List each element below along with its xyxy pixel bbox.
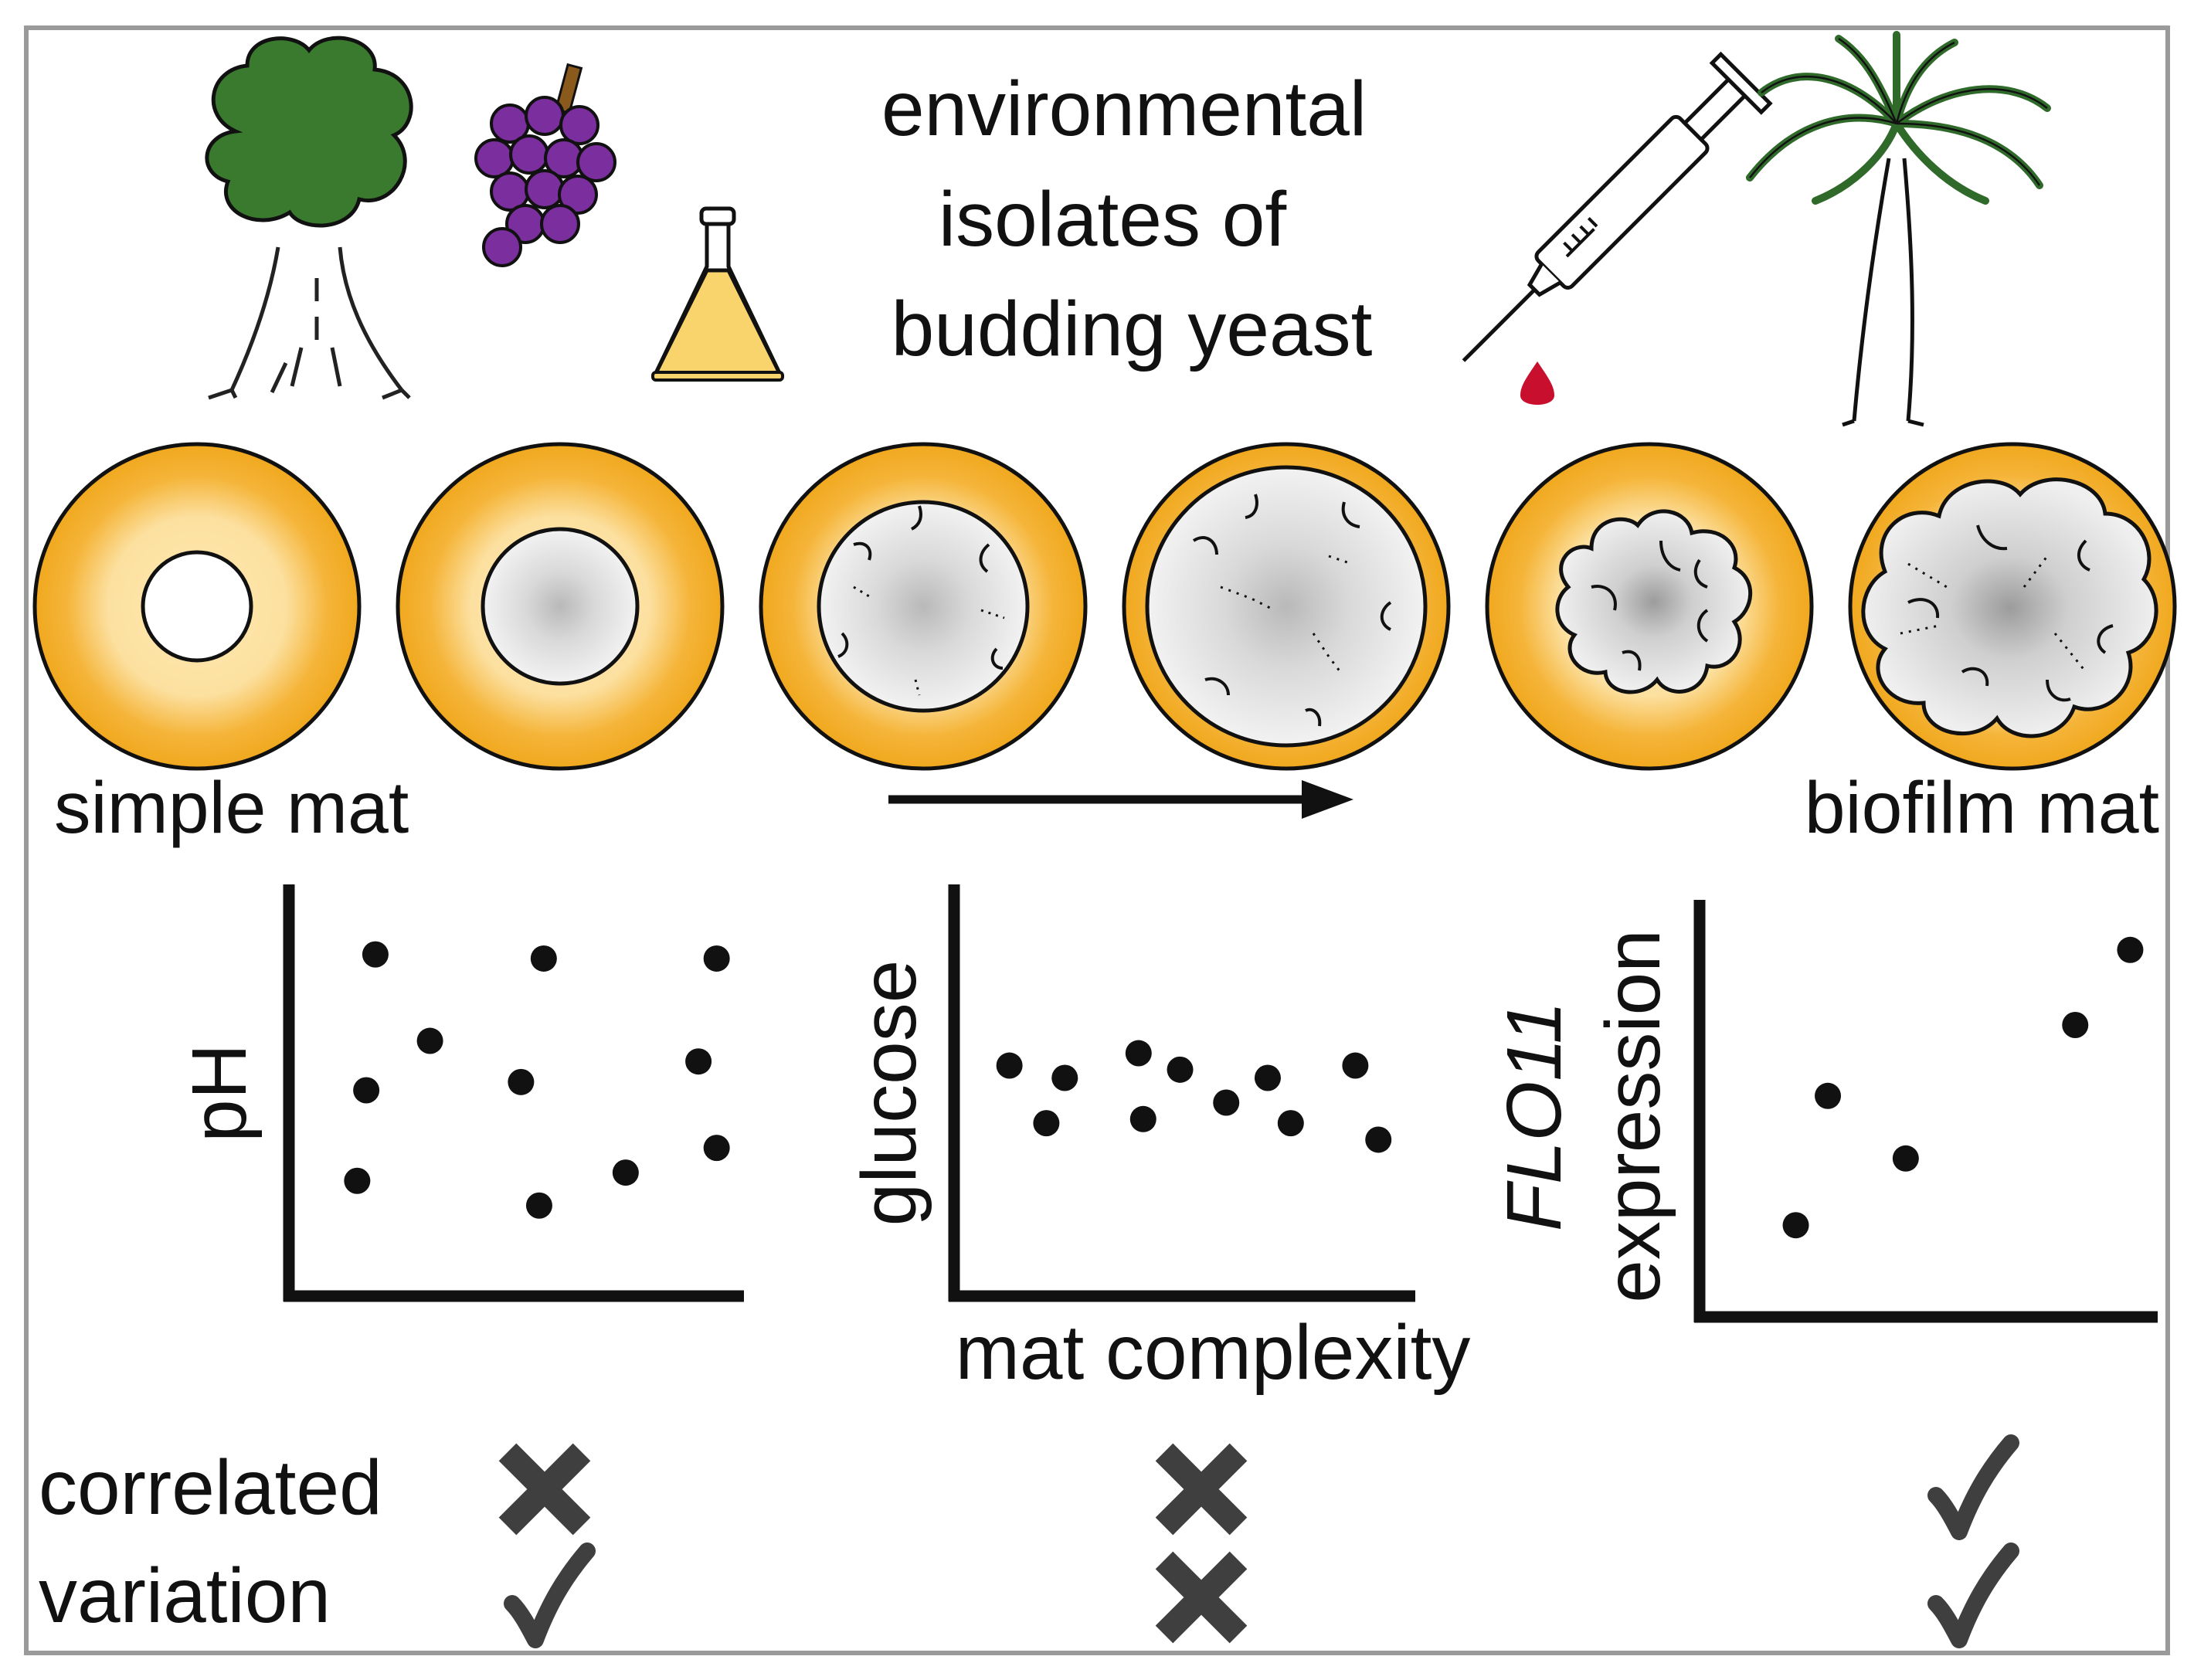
cross-icon bbox=[498, 1443, 591, 1536]
data-point-5 bbox=[353, 1077, 380, 1104]
data-point-10 bbox=[525, 1192, 552, 1219]
data-point-4 bbox=[1125, 1040, 1152, 1067]
data-point-5 bbox=[2117, 936, 2144, 963]
data-point-11 bbox=[1365, 1126, 1392, 1153]
data-point-9 bbox=[1277, 1110, 1304, 1137]
mat-3 bbox=[759, 442, 1088, 771]
syringe-icon bbox=[1462, 51, 1773, 405]
data-point-2 bbox=[1051, 1064, 1078, 1091]
row-label-variation: variation bbox=[39, 1553, 331, 1639]
scatter-plot-flo11-expression: FLO11 expression bbox=[1491, 900, 2158, 1323]
tree-icon bbox=[205, 36, 413, 400]
y-axis-label-glucose: glucose bbox=[846, 960, 932, 1227]
data-point-4 bbox=[2062, 1012, 2089, 1038]
title: environmental isolates of budding yeast bbox=[881, 66, 1373, 372]
summary-marks bbox=[498, 1434, 2019, 1648]
data-point-9 bbox=[344, 1167, 371, 1194]
y-axis-label-flo11: FLO11 bbox=[1491, 1001, 1578, 1231]
data-point-8 bbox=[1254, 1064, 1281, 1091]
flask-icon bbox=[651, 206, 784, 382]
data-point-2 bbox=[530, 945, 557, 972]
data-point-5 bbox=[1167, 1056, 1194, 1083]
points bbox=[996, 1040, 1392, 1153]
check-icon bbox=[1927, 1434, 2019, 1540]
mat-2 bbox=[396, 442, 725, 771]
palm-tree-icon bbox=[1746, 31, 2051, 427]
y-axis-label-expression: expression bbox=[1590, 929, 1676, 1303]
data-point-1 bbox=[362, 941, 389, 968]
title-line-3: budding yeast bbox=[892, 286, 1373, 372]
data-point-1 bbox=[1782, 1212, 1809, 1239]
data-point-8 bbox=[703, 1135, 730, 1162]
figure-frame bbox=[24, 25, 2170, 1655]
biofilm-mat-label: biofilm mat bbox=[1805, 767, 2159, 849]
simple-mat-label: simple mat bbox=[54, 767, 409, 849]
check-icon bbox=[504, 1543, 596, 1648]
y-axis-label-ph: pH bbox=[176, 1044, 263, 1142]
cross-icon bbox=[1155, 1551, 1248, 1644]
points bbox=[1782, 936, 2144, 1239]
grapes-icon bbox=[474, 63, 616, 267]
row-label-correlated: correlated bbox=[39, 1444, 382, 1531]
mat-5 bbox=[1485, 442, 1814, 771]
complexity-arrow bbox=[888, 780, 1353, 819]
data-point-3 bbox=[703, 945, 730, 972]
check-icon bbox=[1927, 1543, 2019, 1648]
mat-1 bbox=[32, 442, 362, 771]
data-point-6 bbox=[508, 1068, 535, 1095]
scatter-plot-glucose: glucose bbox=[846, 884, 1415, 1302]
data-point-1 bbox=[996, 1052, 1023, 1079]
data-point-3 bbox=[1892, 1145, 1919, 1172]
data-point-2 bbox=[1815, 1082, 1842, 1109]
title-line-1: environmental bbox=[881, 66, 1367, 152]
mat-4 bbox=[1122, 442, 1451, 771]
data-point-3 bbox=[1033, 1110, 1060, 1137]
data-point-10 bbox=[1342, 1052, 1369, 1079]
data-point-6 bbox=[1129, 1105, 1156, 1132]
points bbox=[344, 941, 730, 1219]
data-point-11 bbox=[612, 1159, 639, 1186]
cross-icon bbox=[1155, 1443, 1248, 1536]
data-point-7 bbox=[685, 1048, 712, 1075]
title-line-2: isolates of bbox=[939, 176, 1286, 263]
data-point-4 bbox=[416, 1027, 443, 1054]
scatter-plot-ph: pH bbox=[176, 884, 744, 1302]
mat-6 bbox=[1848, 442, 2177, 771]
x-axis-label-mat-complexity: mat complexity bbox=[956, 1309, 1471, 1396]
data-point-7 bbox=[1213, 1089, 1240, 1116]
